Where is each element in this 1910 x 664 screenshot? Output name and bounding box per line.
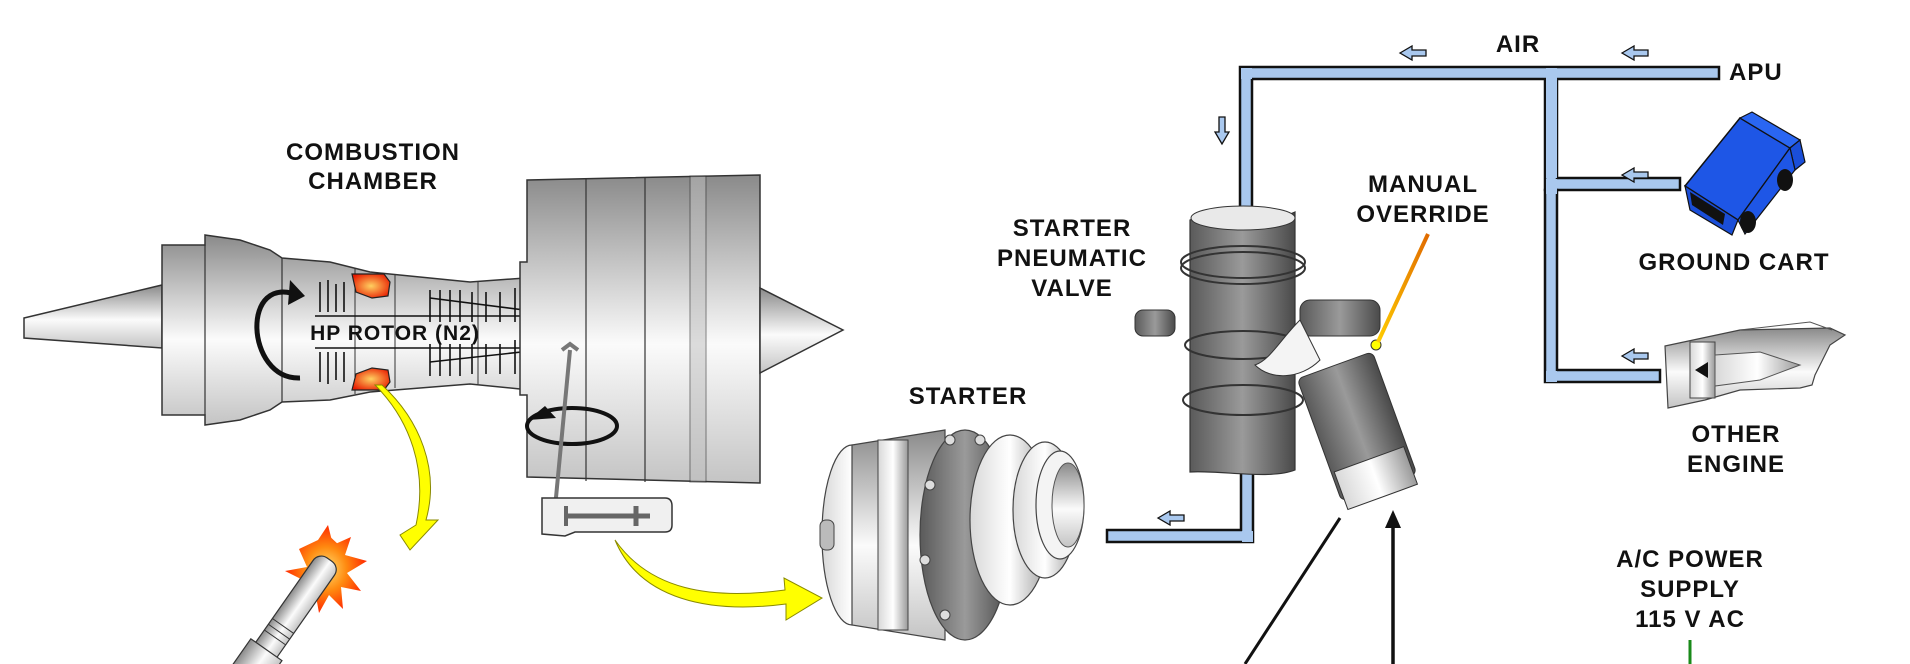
manual-override-leader-line xyxy=(1376,233,1430,343)
valve-label-line2: PNEUMATIC xyxy=(997,245,1147,272)
fan-rotation-arrow xyxy=(525,406,619,446)
igniter-plug xyxy=(227,525,367,664)
other-engine-label-line1: OTHER xyxy=(1692,421,1781,448)
labels: COMBUSTION CHAMBER HP ROTOR (N2) STARTER… xyxy=(286,31,1830,633)
power-supply-label-line1: A/C POWER xyxy=(1616,546,1764,573)
arrow-left-icon xyxy=(1620,347,1649,365)
air-pipe-main xyxy=(1238,65,1721,212)
arrow-left-icon xyxy=(1398,44,1427,62)
combustion-chamber-top xyxy=(351,273,391,299)
main-engine xyxy=(23,174,845,537)
valve-label-line3: VALVE xyxy=(1031,275,1112,302)
manual-override-label-line1: MANUAL xyxy=(1368,171,1478,198)
manual-override-label-line2: OVERRIDE xyxy=(1356,201,1489,228)
air-pipe-network xyxy=(1105,65,1721,544)
combustion-chamber-label-line2: CHAMBER xyxy=(308,168,438,195)
combustion-chamber-label-line1: COMBUSTION xyxy=(286,139,460,166)
arrow-left-icon xyxy=(1156,509,1185,527)
hp-rotation-arrow xyxy=(254,280,305,381)
flow-arrows xyxy=(1156,44,1649,527)
power-supply-label-line3: 115 V AC xyxy=(1635,606,1745,633)
arrow-down-icon xyxy=(1213,116,1231,146)
ground-cart xyxy=(1683,111,1806,236)
arrow-left-icon xyxy=(1620,166,1649,184)
starter-unit xyxy=(819,429,1085,641)
other-engine-label-line2: ENGINE xyxy=(1687,451,1785,478)
valve-electrical-line xyxy=(1243,517,1342,664)
drive-shaft xyxy=(553,349,572,509)
ignition-flow-arrow xyxy=(373,384,440,551)
air-pipe-starter xyxy=(1105,468,1255,544)
power-supply-label-line2: SUPPLY xyxy=(1640,576,1740,603)
air-label: AIR xyxy=(1496,31,1540,58)
starter-pneumatic-valve xyxy=(1134,205,1419,511)
ground-cart-label: GROUND CART xyxy=(1639,249,1830,276)
starter-label: STARTER xyxy=(909,383,1028,410)
arrow-left-icon xyxy=(1620,44,1649,62)
exhaust-cone xyxy=(23,284,163,349)
nose-cone xyxy=(759,286,845,375)
drive-flow-arrow xyxy=(614,539,824,621)
valve-label-line1: STARTER xyxy=(1013,215,1132,242)
hp-rotor-label: HP ROTOR (N2) xyxy=(310,322,480,345)
fan-casing xyxy=(519,174,761,484)
other-engine-icon xyxy=(1664,321,1847,409)
arrow-up-icon xyxy=(1385,510,1401,528)
apu-label: APU xyxy=(1729,59,1783,86)
